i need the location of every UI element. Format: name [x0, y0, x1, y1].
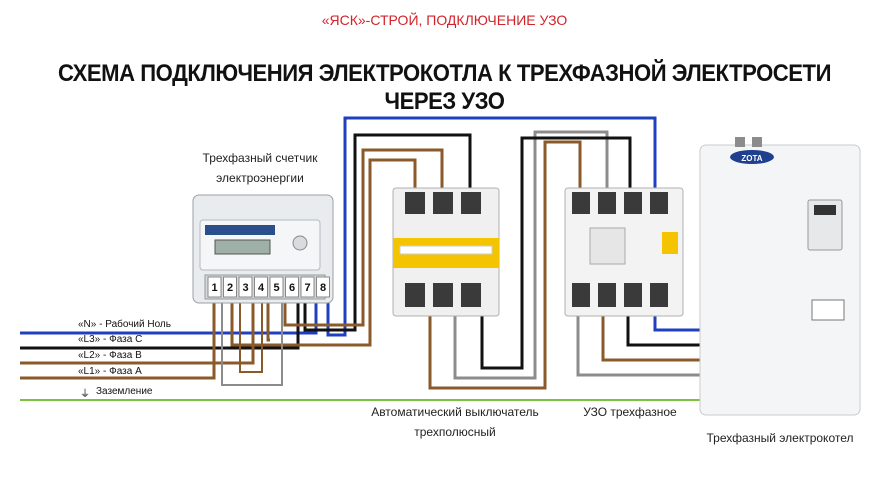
meter-terminal-number: 1 — [211, 282, 217, 294]
wire-l1-in — [20, 298, 216, 380]
meter-caption-line2: электроэнергии — [216, 171, 304, 185]
breaker-caption-line2: трехполюсный — [414, 425, 496, 439]
wire-brk-uzo-2 — [453, 130, 609, 380]
circuit-breaker-3p — [392, 187, 500, 317]
meter-terminal — [207, 276, 222, 298]
meter-terminal-number: 2 — [227, 282, 233, 294]
meter-terminal-number: 6 — [289, 282, 295, 294]
meter-terminal — [254, 276, 268, 298]
breaker-caption-line1: Автоматический выключатель — [371, 405, 539, 419]
boiler-caption: Трехфазный электрокотел — [706, 431, 854, 445]
meter-terminal-number: 7 — [304, 282, 310, 294]
wire-l2-in — [20, 298, 255, 365]
meter-terminal — [269, 276, 284, 298]
meter-terminal-number: 5 — [273, 282, 279, 294]
diagram-title: СХЕМА ПОДКЛЮЧЕНИЯ ЭЛЕКТРОКОТЛА К ТРЕХФАЗ… — [57, 60, 831, 115]
wire-label-l3: «L3» - Фаза С — [78, 334, 143, 345]
brand-caption: «ЯСК»-СТРОЙ, ПОДКЛЮЧЕНИЕ УЗО — [321, 12, 568, 28]
wire-loop-2 — [239, 298, 263, 373]
rcd-caption: УЗО трехфазное — [583, 405, 677, 419]
wire-l1-top — [230, 158, 417, 347]
meter-caption: Трехфазный счетчик электроэнергии — [185, 148, 335, 188]
wire-label-l1: «L1» - Фаза А — [78, 366, 142, 377]
wire-label-l2: «L2» - Фаза В — [78, 350, 142, 361]
wire-uzo-boiler-l2 — [601, 312, 700, 362]
meter-terminal — [300, 276, 315, 298]
wire-brk-uzo-3 — [480, 136, 632, 370]
electric-boiler: ZOTA — [699, 137, 861, 416]
meter-terminal-number: 3 — [242, 282, 248, 294]
wire-label-ground: Заземление — [96, 386, 153, 397]
breaker-caption: Автоматический выключатель трехполюсный — [355, 402, 555, 442]
boiler-brand-text: ZOTA — [741, 154, 762, 163]
wire-n-in — [20, 298, 318, 335]
meter-terminal-number: 4 — [258, 282, 265, 294]
meter-terminal — [285, 276, 299, 298]
wire-brk-uzo-1 — [428, 140, 582, 390]
wire-uzo-boiler-n — [653, 312, 700, 332]
meter-terminal — [223, 276, 237, 298]
meter-terminal — [238, 276, 253, 298]
wire-l3-in — [20, 298, 300, 350]
wire-uzo-boiler-l1 — [576, 312, 700, 377]
wire-label-n: «N» - Рабочий Ноль — [78, 319, 171, 330]
wire-l2-top — [266, 298, 270, 342]
meter-caption-line1: Трехфазный счетчик — [202, 151, 318, 165]
meter-terminal — [316, 276, 330, 298]
wire-l2-top2 — [283, 148, 444, 327]
wire-loop-1 — [221, 298, 283, 386]
ground-symbol-icon: ⏚ — [80, 389, 90, 400]
rcd-uzo-3p — [564, 187, 684, 317]
meter-terminal-number: 8 — [320, 282, 326, 294]
wire-uzo-boiler-l3 — [626, 312, 700, 347]
